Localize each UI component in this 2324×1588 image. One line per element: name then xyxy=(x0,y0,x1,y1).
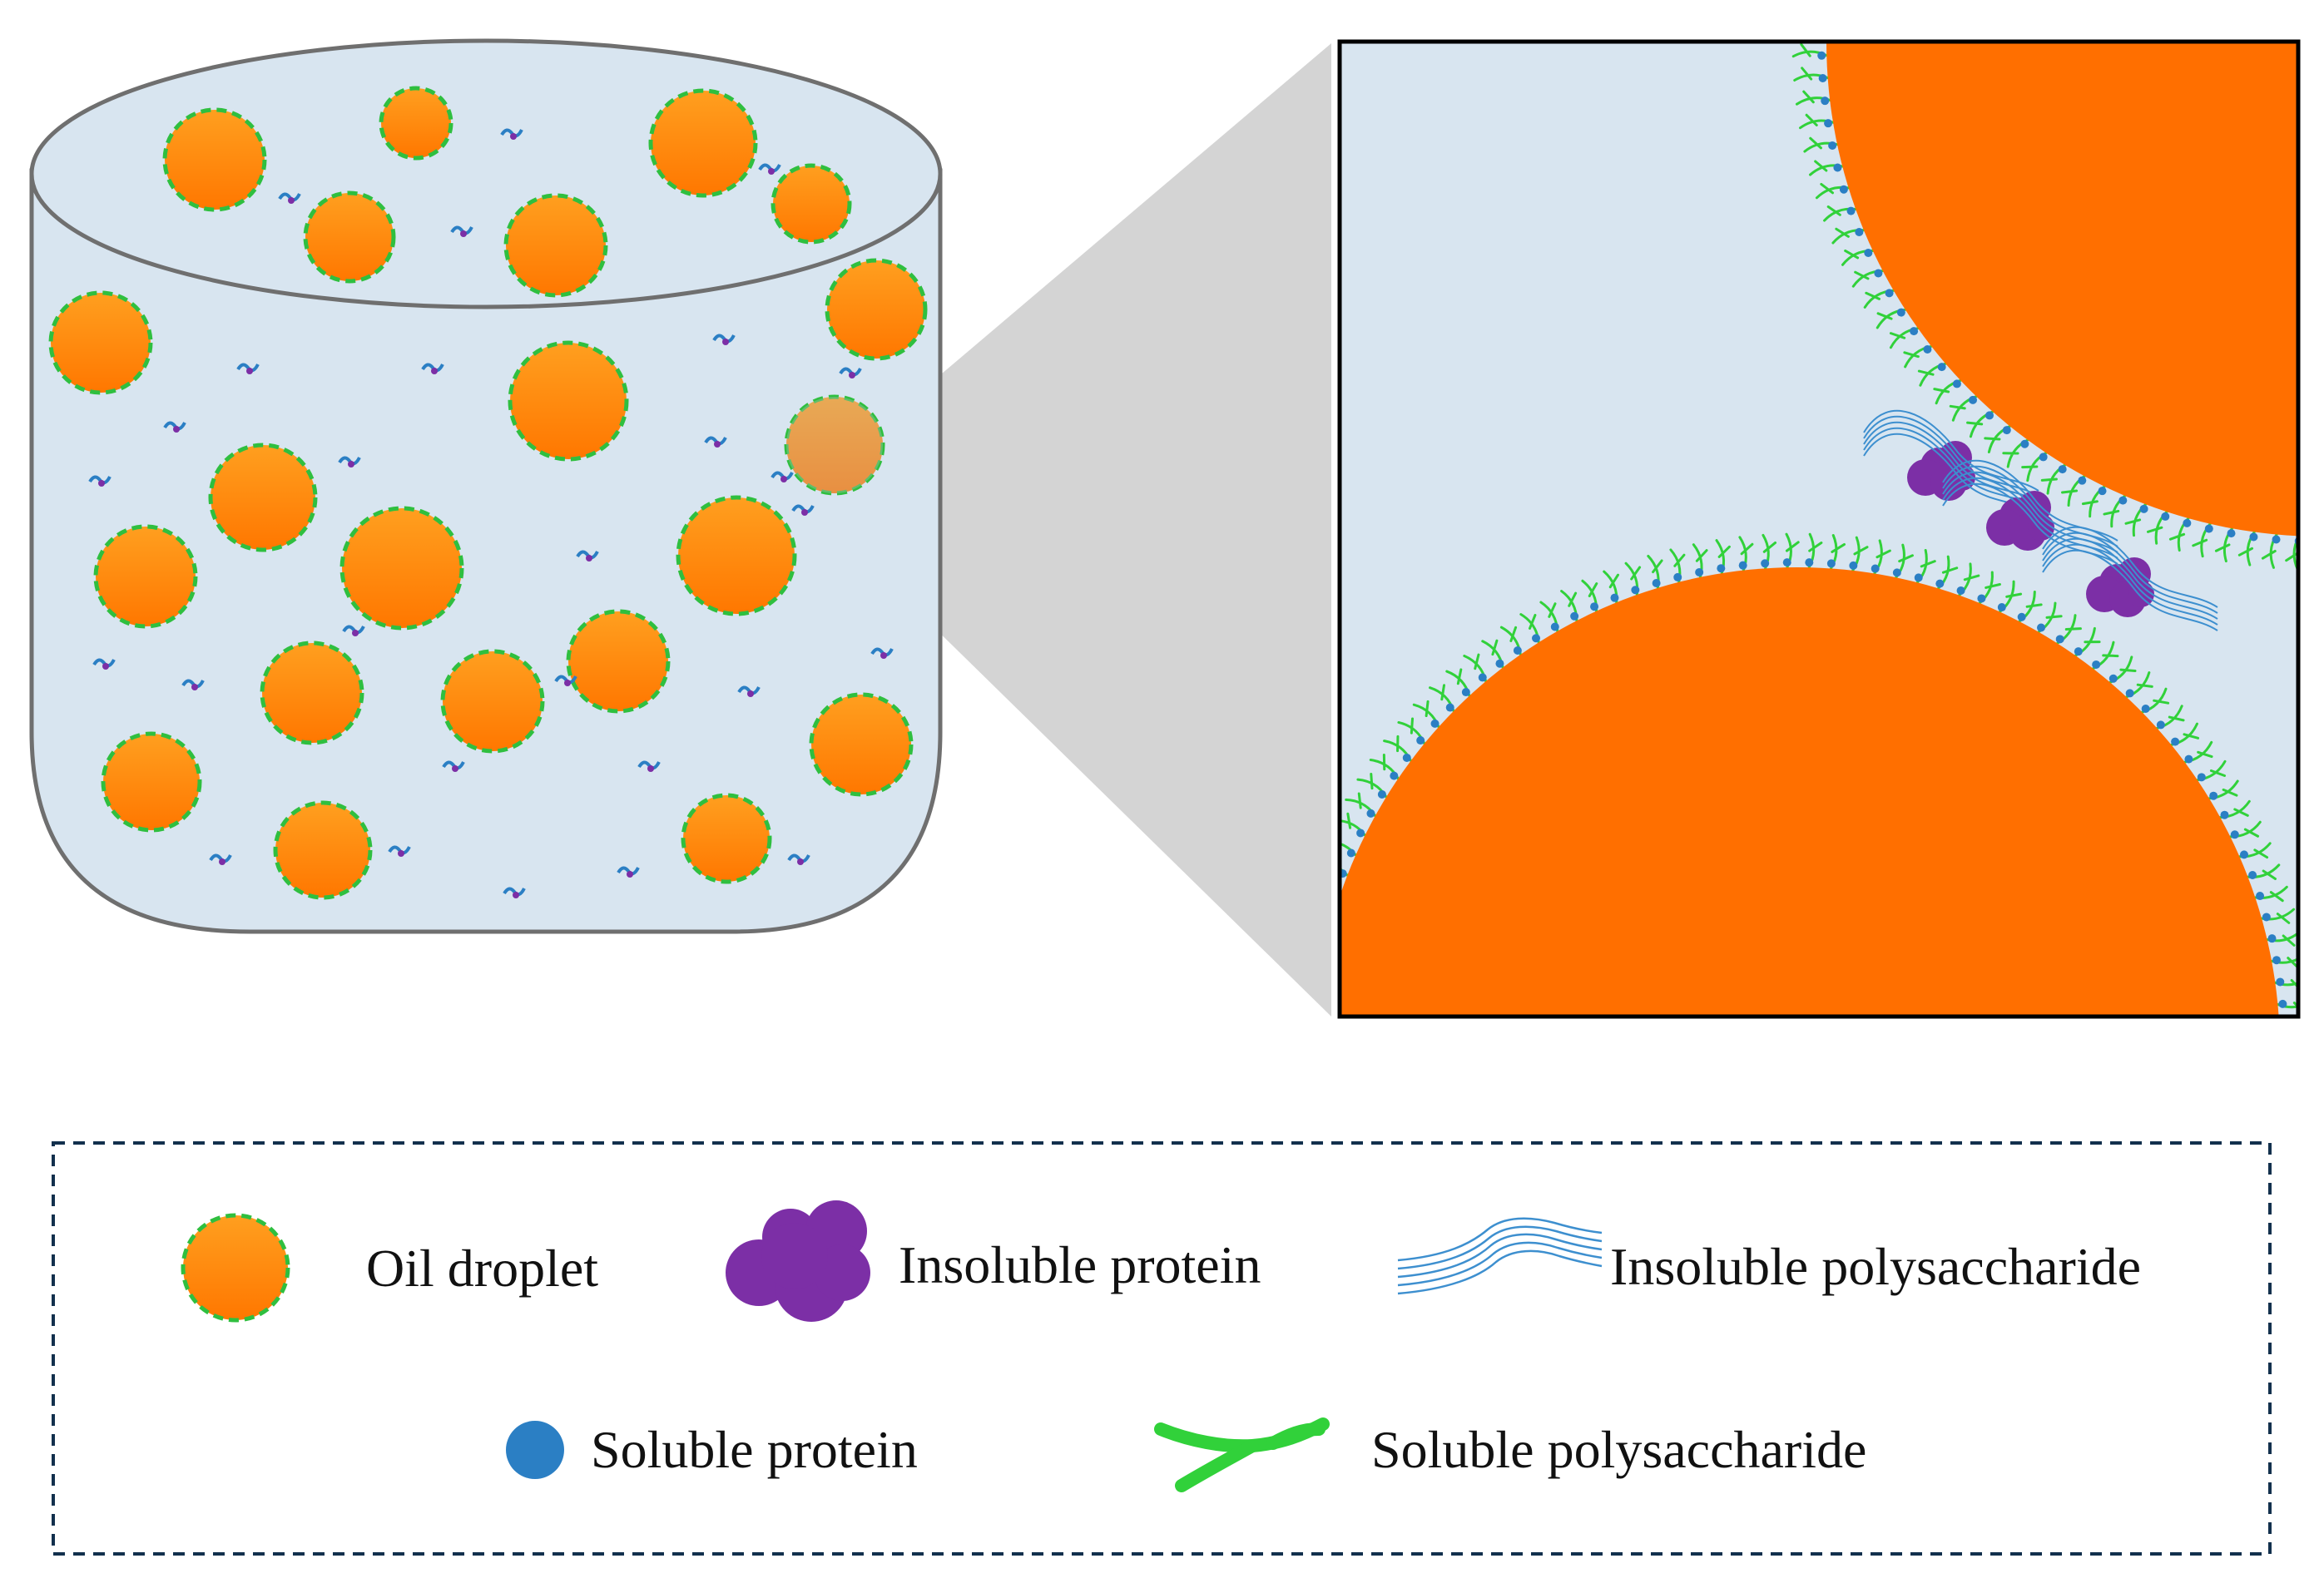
soluble-molecule xyxy=(704,436,727,448)
soluble-molecule xyxy=(278,192,301,204)
zoom-cone xyxy=(799,43,1331,1017)
legend-label-oil-droplet: Oil droplet xyxy=(366,1239,598,1298)
legend-item-insoluble-protein: Insoluble protein xyxy=(726,1200,1261,1322)
oil-droplet xyxy=(162,107,267,212)
oil-droplet xyxy=(93,524,198,629)
soluble-molecules xyxy=(88,128,894,898)
soluble-molecule xyxy=(92,658,116,670)
legend-label-soluble-polysaccharide: Soluble polysaccharide xyxy=(1371,1420,1866,1479)
soluble-molecule xyxy=(617,866,640,878)
soluble-molecule xyxy=(758,163,781,175)
oil-droplet xyxy=(303,190,396,284)
soluble-molecule xyxy=(500,128,523,140)
soluble-molecule xyxy=(839,367,862,378)
oil-droplet xyxy=(208,443,318,552)
soluble-molecule xyxy=(388,845,411,857)
insoluble-bridges xyxy=(1863,409,2218,631)
droplet-interface xyxy=(1340,42,2298,1010)
magnified-panel-border xyxy=(1337,39,2301,1019)
soluble-molecule xyxy=(163,421,186,433)
soluble-molecule xyxy=(870,647,894,659)
oil-droplet xyxy=(379,86,453,161)
soluble-molecule xyxy=(576,550,599,561)
soluble-molecule xyxy=(450,225,473,237)
oil-droplet xyxy=(771,163,852,245)
oil-droplet-icon xyxy=(181,1213,290,1323)
oil-droplet xyxy=(503,193,608,298)
oil-droplet xyxy=(273,800,373,900)
legend-label-soluble-protein: Soluble protein xyxy=(591,1420,918,1479)
oil-droplet xyxy=(825,258,928,361)
legend-item-soluble-protein: Soluble protein xyxy=(506,1420,918,1479)
soluble-molecule xyxy=(338,456,361,467)
soluble-molecule xyxy=(442,760,465,772)
oil-droplet xyxy=(260,641,364,745)
large-oil-droplet-top xyxy=(1826,42,2298,537)
large-oil-droplet-bottom xyxy=(1340,567,2279,1017)
oil-droplet xyxy=(101,731,202,833)
oil-droplet xyxy=(508,340,629,462)
oil-droplet xyxy=(48,290,153,395)
soluble-polysaccharide-icon xyxy=(1154,1417,1330,1492)
soluble-molecule xyxy=(791,504,815,516)
soluble-molecule xyxy=(421,363,444,374)
legend-label-insoluble-protein: Insoluble protein xyxy=(899,1235,1261,1294)
soluble-molecule xyxy=(342,625,365,636)
soluble-molecule xyxy=(737,685,761,697)
oil-droplets xyxy=(48,86,928,900)
insoluble-protein xyxy=(2086,557,2154,617)
legend: Oil droplet Insoluble protein xyxy=(52,1141,2272,1556)
soluble-protein-icon xyxy=(506,1421,564,1479)
soluble-molecule xyxy=(209,853,232,865)
soluble-molecule xyxy=(712,334,736,345)
soluble-molecule xyxy=(787,853,810,865)
legend-item-soluble-polysaccharide: Soluble polysaccharide xyxy=(1154,1417,1866,1492)
soluble-molecule xyxy=(771,471,794,482)
oil-droplet xyxy=(809,692,914,797)
soluble-molecule xyxy=(637,760,661,772)
container xyxy=(29,38,943,934)
zoom-source-highlight xyxy=(786,397,883,493)
soluble-molecule xyxy=(503,887,526,898)
soluble-molecule xyxy=(181,679,205,690)
magnified-panel xyxy=(1337,39,2301,1019)
oil-droplet xyxy=(440,649,545,754)
insoluble-protein-icon xyxy=(726,1200,870,1322)
soluble-molecule xyxy=(554,675,577,686)
legend-label-insoluble-polysaccharide: Insoluble polysaccharide xyxy=(1610,1237,2141,1296)
oil-droplet xyxy=(648,88,758,198)
legend-item-oil-droplet: Oil droplet xyxy=(181,1213,598,1323)
container-body xyxy=(29,168,943,934)
oil-droplet xyxy=(681,793,772,884)
insoluble-polysaccharide-icon xyxy=(1397,1217,1603,1295)
soluble-molecule xyxy=(88,475,111,487)
oil-droplet xyxy=(339,506,464,631)
legend-box xyxy=(52,1141,2272,1556)
oil-droplet xyxy=(676,495,797,616)
legend-item-insoluble-polysaccharide: Insoluble polysaccharide xyxy=(1397,1217,2141,1296)
oil-droplet xyxy=(566,609,671,714)
oil-droplet xyxy=(784,394,885,496)
insoluble-polysaccharide xyxy=(2042,526,2218,631)
soluble-molecule xyxy=(236,363,260,374)
